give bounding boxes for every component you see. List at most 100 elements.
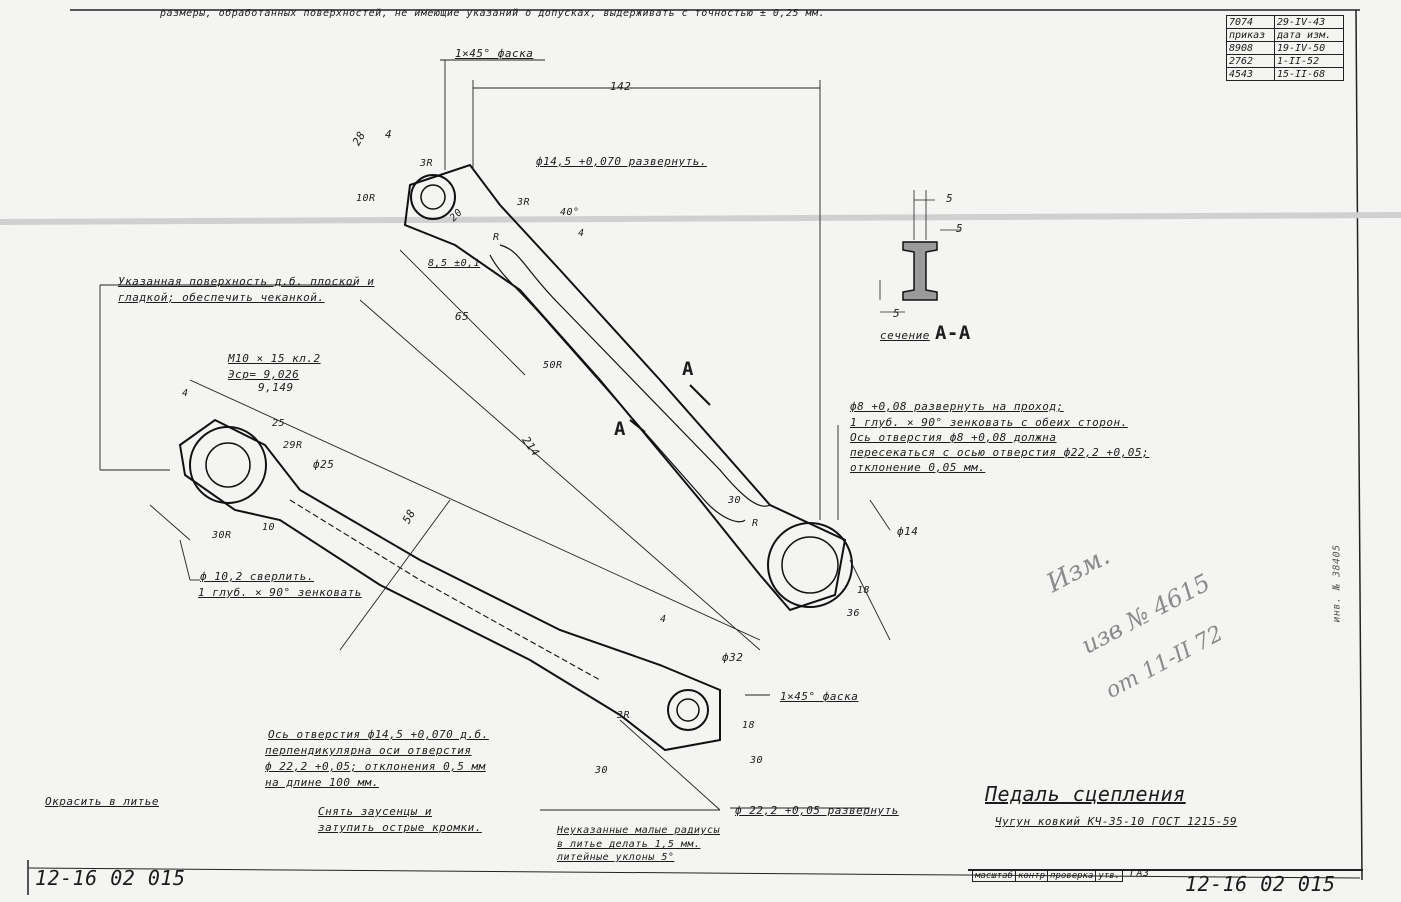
dim-40-deg: 40° <box>560 207 580 218</box>
dim-4d: 4 <box>660 614 667 625</box>
section-caption-letters: A-A <box>934 322 971 344</box>
title-block-headers: масштаб контр проверка утв. <box>972 869 1124 882</box>
dim-25: 25 <box>272 418 286 429</box>
note-paint: Окрасить в литье <box>45 795 159 808</box>
revision-row-date: 15-II-68 <box>1273 67 1345 81</box>
dim-4a: 4 <box>385 128 393 141</box>
note-hole8-line1: ф8 +0,08 развернуть на проход; <box>850 400 1064 413</box>
drawing-number-left: 12-16 02 015 <box>35 866 186 890</box>
title-block-org: ГАЗ <box>1130 868 1150 879</box>
note-surface-line1: Указанная поверхность д.б. плоской и <box>118 275 375 288</box>
note-thread-line2: Эср= 9,026 <box>228 368 300 381</box>
dim-30a: 30 <box>728 495 742 506</box>
note-axis-line3: ф 22,2 +0,05; отклонения 0,5 мм <box>265 760 486 773</box>
dim-18b: 18 <box>742 720 756 731</box>
dim-30r: 30R <box>212 530 232 541</box>
revision-row-date: 1-II-52 <box>1273 54 1345 68</box>
dim-d25: ф25 <box>313 458 335 471</box>
section-dim-5b: 5 <box>956 222 964 235</box>
dim-4c: 4 <box>182 388 189 399</box>
dim-r2: R <box>752 518 759 529</box>
revision-top-row: 7074 29-IV-43 <box>1226 15 1345 29</box>
note-thread-line3: 9,149 <box>258 381 294 394</box>
section-letter-a1: A <box>682 358 694 380</box>
note-drill-line2: 1 глуб. × 90° зенковать <box>198 586 362 599</box>
dim-30b: 30 <box>750 755 764 766</box>
dim-3r-top: 3R <box>420 158 434 169</box>
revision-header-date: дата изм. <box>1273 28 1345 42</box>
note-radii-line2: в литье делать 1,5 мм. <box>557 839 701 850</box>
part-title: Педаль сцепления <box>985 782 1186 806</box>
sheet-frame <box>27 9 1363 895</box>
lower-lever <box>178 418 721 752</box>
revision-top-date: 29-IV-43 <box>1273 15 1345 29</box>
dim-chamfer-bottom: 1×45° фаска <box>780 690 859 703</box>
fold-line <box>0 212 1401 225</box>
revision-row-no: 2762 <box>1226 54 1275 68</box>
note-radii-line1: Неуказанные малые радиусы <box>557 825 721 836</box>
revision-row-date: 19-IV-50 <box>1273 41 1345 55</box>
dim-10r: 10R <box>356 193 376 204</box>
tb-check: проверка <box>1047 869 1097 882</box>
section-cut-lines <box>629 384 711 433</box>
section-a-a-profile <box>902 241 938 301</box>
dim-r: R <box>493 232 500 243</box>
note-axis-line4: на длине 100 мм. <box>265 776 379 789</box>
note-surface-line2: гладкой; обеспечить чеканкой. <box>118 291 325 304</box>
note-drill-line1: ф 10,2 сверлить. <box>200 570 314 583</box>
upper-lever <box>403 163 853 612</box>
dim-65: 65 <box>455 310 470 323</box>
section-caption-word: сечение <box>880 329 930 342</box>
dim-hole-top: ф14,5 +0,070 развернуть. <box>536 155 707 168</box>
section-dim-5c: 5 <box>893 307 901 320</box>
side-inventory-stamp: инв. № 38405 <box>1331 544 1343 623</box>
revision-row-no: 4543 <box>1226 67 1275 81</box>
section-dim-5a: 5 <box>946 192 954 205</box>
note-burr-line2: затупить острые кромки. <box>318 821 482 834</box>
revision-header-row: приказ дата изм. <box>1226 28 1345 42</box>
note-radii-line3: литейные уклоны 5° <box>557 852 675 863</box>
dim-30c: 30 <box>595 765 609 776</box>
header-note: размеры, обработанных поверхностей, не и… <box>160 8 826 19</box>
dim-50r: 50R <box>543 360 563 371</box>
dim-29r: 29R <box>283 440 303 451</box>
revision-top-no: 7074 <box>1226 15 1275 29</box>
tb-control: контр <box>1014 869 1049 882</box>
section-caption: сечение A-A <box>880 322 971 344</box>
dim-142: 142 <box>610 80 632 93</box>
drawing-number-right: 12-16 02 015 <box>1185 872 1336 896</box>
revision-row: 4543 15-II-68 <box>1226 67 1345 81</box>
section-dims <box>879 190 960 313</box>
dim-10: 10 <box>262 522 276 533</box>
note-hole8-line3: Ось отверстия ф8 +0,08 должна <box>850 431 1057 444</box>
note-hole8-line4: пересекаться с осью отверстия ф22,2 +0,0… <box>850 446 1150 459</box>
dim-8-5: 8,5 ±0,1 <box>428 258 481 269</box>
note-hole8-line5: отклонение 0,05 мм. <box>850 461 986 474</box>
dim-d32: ф32 <box>722 651 744 664</box>
note-axis-line2: перпендикулярна оси отверстия <box>265 744 472 757</box>
note-hole8-line2: 1 глуб. × 90° зенковать с обеих сторон. <box>850 416 1128 429</box>
tb-scale: масштаб <box>972 869 1016 882</box>
note-thread-line1: М10 × 15 кл.2 <box>228 352 321 365</box>
revision-row: 8908 19-IV-50 <box>1226 41 1345 55</box>
revision-row-no: 8908 <box>1226 41 1275 55</box>
part-material: Чугун ковкий КЧ-35-10 ГОСТ 1215-59 <box>995 815 1238 828</box>
revision-table: 7074 29-IV-43 приказ дата изм. 8908 19-I… <box>1226 15 1345 81</box>
dim-d14: ф14 <box>897 525 919 538</box>
dim-3r-b: 3R <box>517 197 531 208</box>
note-axis-line1: Ось отверстия ф14,5 +0,070 д.б. <box>268 728 489 741</box>
section-letter-a2: A <box>614 418 626 440</box>
dim-18: 18 <box>857 585 871 596</box>
dim-chamfer-top: 1×45° фаска <box>455 47 534 60</box>
note-burr-line1: Снять заусенцы и <box>318 805 432 818</box>
dimension-lines <box>99 59 891 811</box>
dim-4b: 4 <box>578 228 585 239</box>
title-block <box>968 869 1363 902</box>
dim-3r-c: 3R <box>617 710 631 721</box>
tb-approve: утв. <box>1095 869 1124 882</box>
dim-hole-bottom: ф 22,2 +0,05 развернуть <box>735 804 899 817</box>
dim-36: 36 <box>847 608 861 619</box>
revision-header-order: приказ <box>1226 28 1275 42</box>
revision-row: 2762 1-II-52 <box>1226 54 1345 68</box>
